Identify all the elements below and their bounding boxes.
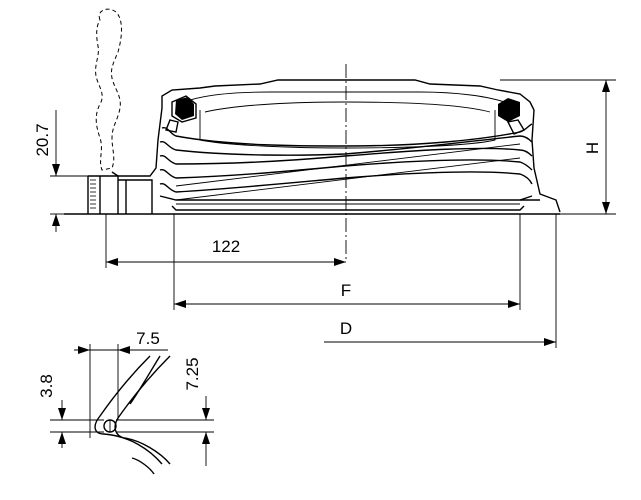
socket-hatch xyxy=(90,179,96,209)
handle-height-label: 20.7 xyxy=(33,123,52,156)
notch-height-label: 7.25 xyxy=(183,357,202,390)
flange-dimension: F xyxy=(173,214,521,310)
handle-height-dimension: 20.7 xyxy=(33,110,88,232)
offset-dimension: 122 xyxy=(105,214,346,268)
height-dimension: H xyxy=(500,79,616,215)
notch-detail: 7.5 3.8 7.25 xyxy=(37,329,214,475)
notch-depth-label: 3.8 xyxy=(37,374,56,398)
folding-handle-outline xyxy=(95,8,122,171)
notch-width-label: 7.5 xyxy=(136,329,160,348)
hatch-body-section xyxy=(64,79,561,215)
flange-label: F xyxy=(341,281,351,300)
offset-label: 122 xyxy=(212,237,240,256)
diameter-dimension: D xyxy=(324,214,557,348)
height-label: H xyxy=(583,142,602,154)
diameter-label: D xyxy=(340,319,352,338)
